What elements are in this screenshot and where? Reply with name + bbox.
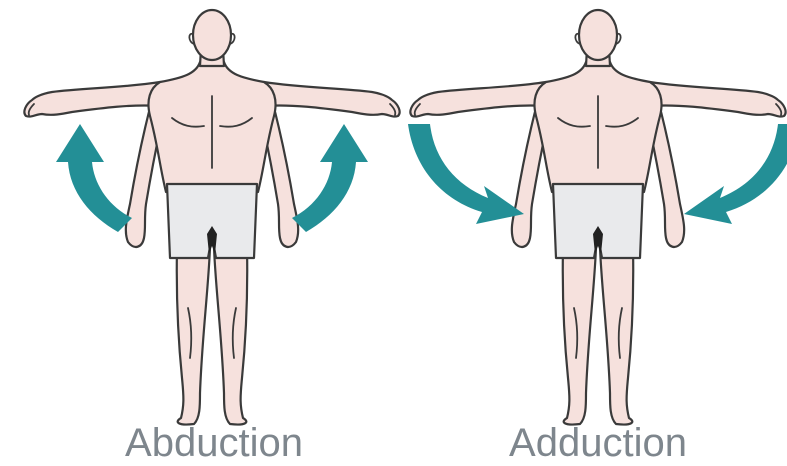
abduction-left-arrow-icon [56, 124, 132, 232]
abduction-figure [24, 10, 399, 425]
abduction-right-arrow-icon [292, 124, 368, 232]
adduction-label: Adduction [468, 420, 728, 466]
adduction-right-arrow-icon [684, 124, 787, 224]
abduction-label: Abduction [84, 420, 344, 466]
adduction-left-arrow-icon [408, 124, 524, 224]
adduction-figure [410, 10, 785, 425]
